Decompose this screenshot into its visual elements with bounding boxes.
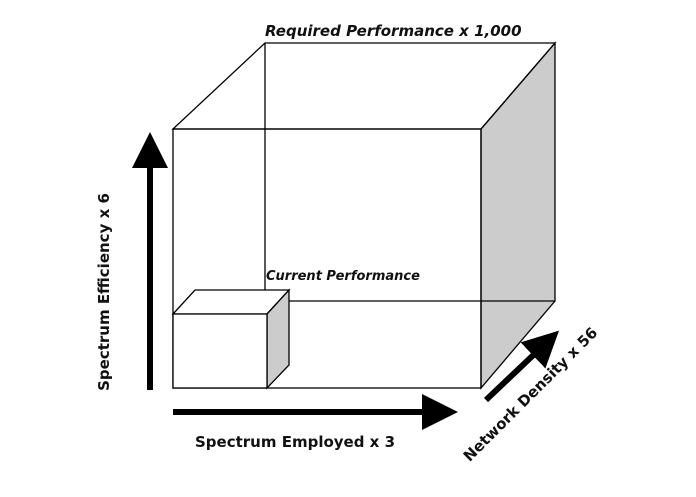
- large-cube-front-face: [172, 128, 482, 389]
- spectrum-efficiency-label: Spectrum Efficiency x 6: [95, 193, 113, 391]
- small-cube-front-face: [172, 313, 268, 389]
- large-cube-side-face: [480, 41, 556, 390]
- network-density-arrow: [483, 330, 560, 403]
- current-performance-cube: [171, 288, 291, 390]
- required-performance-label: Required Performance x 1,000: [265, 22, 522, 40]
- current-performance-label: Current Performance: [266, 269, 420, 284]
- required-performance-cube: [171, 41, 557, 390]
- spectrum-employed-label: Spectrum Employed x 3: [195, 433, 395, 451]
